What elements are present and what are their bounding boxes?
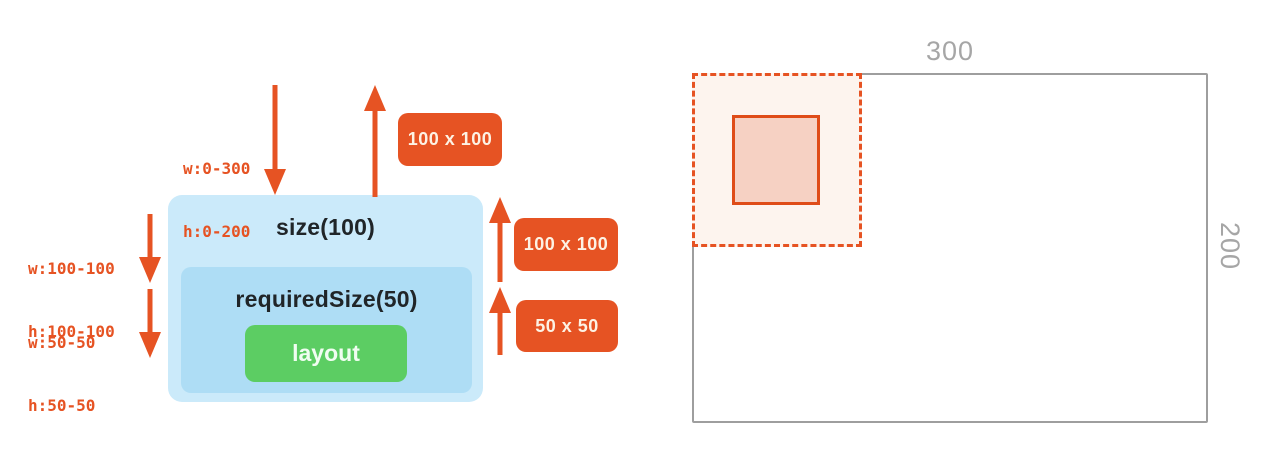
measured-size-badge-top: 100 x 100	[398, 113, 502, 166]
up-arrow-icon	[489, 197, 511, 282]
parent-width-label: 300	[925, 36, 975, 66]
measured-size-badge-required-text: 50 x 50	[535, 315, 599, 336]
size-constraints-width: w:100-100	[28, 259, 115, 278]
measured-size-badge-size-text: 100 x 100	[523, 234, 609, 254]
required-constraints-width: w:50-50	[28, 333, 96, 352]
size-constraints-label: w:100-100 h:100-100	[28, 216, 115, 384]
size-constraints-height: h:100-100	[28, 322, 115, 341]
down-arrow-icon	[264, 85, 286, 195]
required-constraints-label: w:50-50 h:50-50	[28, 290, 95, 458]
layout-node-box: layout	[245, 325, 407, 382]
down-arrow-icon	[139, 214, 161, 283]
up-arrow-icon	[364, 85, 386, 197]
incoming-constraints-label: w:0-300 h:0-200	[183, 116, 250, 284]
measured-size-badge-top-text: 100 x 100	[407, 129, 493, 149]
parent-height-label: 200	[1215, 222, 1245, 271]
down-arrow-icon	[139, 289, 161, 358]
up-arrow-icon	[489, 287, 511, 355]
incoming-constraints-height: h:0-200	[183, 222, 251, 241]
measured-size-badge-size: 100 x 100	[514, 218, 618, 271]
parent-container-rect	[692, 73, 1208, 423]
placed-content-square	[732, 115, 820, 205]
incoming-constraints-width: w:0-300	[183, 159, 251, 178]
layout-node-label: layout	[292, 340, 360, 366]
size-modifier-label: size(100)	[276, 214, 375, 240]
required-constraints-height: h:50-50	[28, 396, 96, 415]
required-size-modifier-label: requiredSize(50)	[235, 286, 418, 312]
measured-size-badge-required: 50 x 50	[516, 300, 618, 352]
